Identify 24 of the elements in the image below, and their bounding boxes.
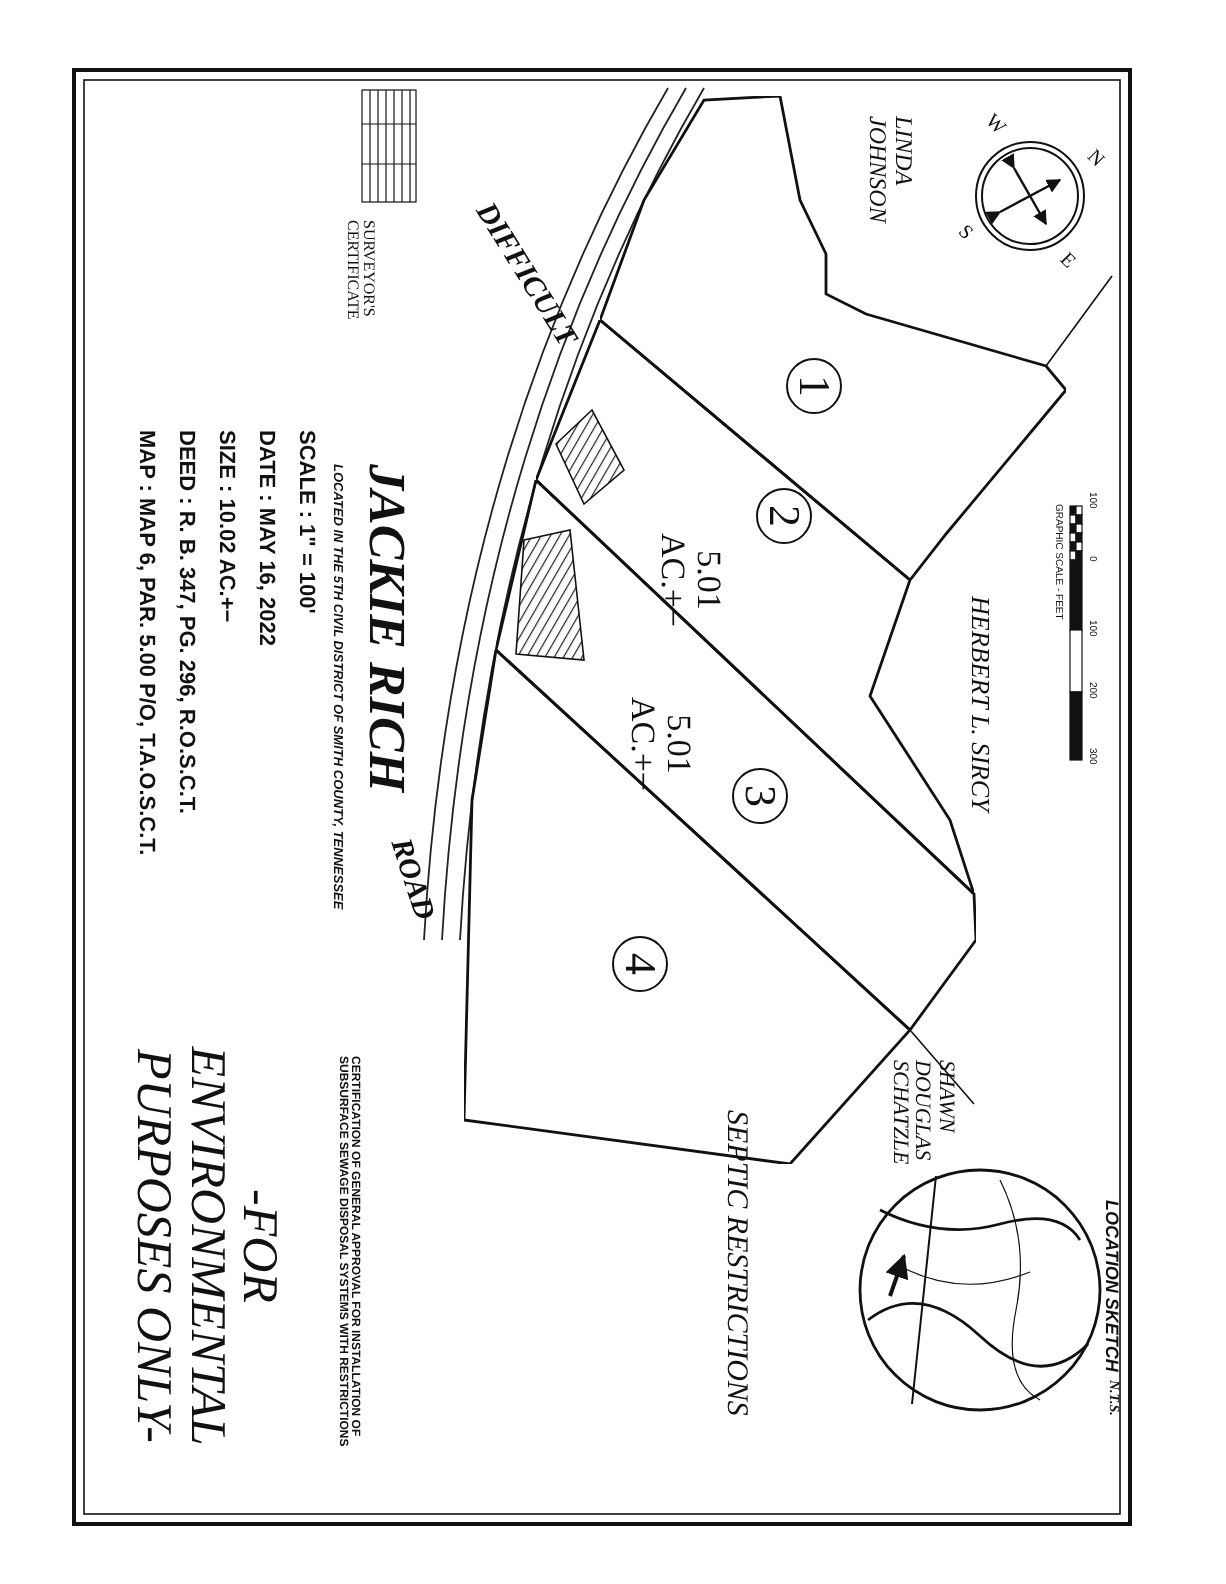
acreage-label: 5.01 AC.+− xyxy=(624,694,696,796)
section-heading: SEPTIC RESTRICTIONS xyxy=(718,1110,750,1416)
road-name: ROAD xyxy=(382,835,438,925)
lot-number: 1 xyxy=(786,358,842,414)
lot-number: 2 xyxy=(756,488,812,544)
compass-letter: E xyxy=(1054,250,1078,274)
adjoining-owner: HERBERT L. SIRCY xyxy=(966,596,994,812)
survey-info: SIZE : 10.02 AC.+− xyxy=(212,430,236,623)
disclaimer-text: -FOR ENVIRONMENTAL PURPOSES ONLY- xyxy=(126,1044,284,1450)
lot-number: 3 xyxy=(732,768,788,824)
survey-info: SCALE : 1" = 100' xyxy=(292,430,316,614)
lot-number: 4 xyxy=(612,936,668,992)
survey-info: DEED : R. B. 347, PG. 296, R.O.S.C.T. xyxy=(172,430,196,814)
adjoining-owner: SHAWN DOUGLAS SCHATZLE xyxy=(886,1060,956,1169)
compass-letter: N xyxy=(1081,147,1107,173)
compass-letter: S xyxy=(952,222,976,246)
acreage-label: 5.01 AC.+− xyxy=(654,530,726,632)
survey-info: MAP : MAP 6, PAR. 5.00 P/O, T.A.O.S.C.T. xyxy=(132,430,156,856)
compass-letter: W xyxy=(979,111,1009,141)
survey-info: DATE : MAY 16, 2022 xyxy=(252,430,276,647)
adjoining-owner: LINDA JOHNSON xyxy=(865,116,916,226)
certificate-heading: SURVEYOR'S CERTIFICATE xyxy=(342,220,376,324)
section-heading: LOCATION SKETCH xyxy=(1101,1200,1120,1372)
survey-title: JACKIE RICH xyxy=(359,464,414,793)
